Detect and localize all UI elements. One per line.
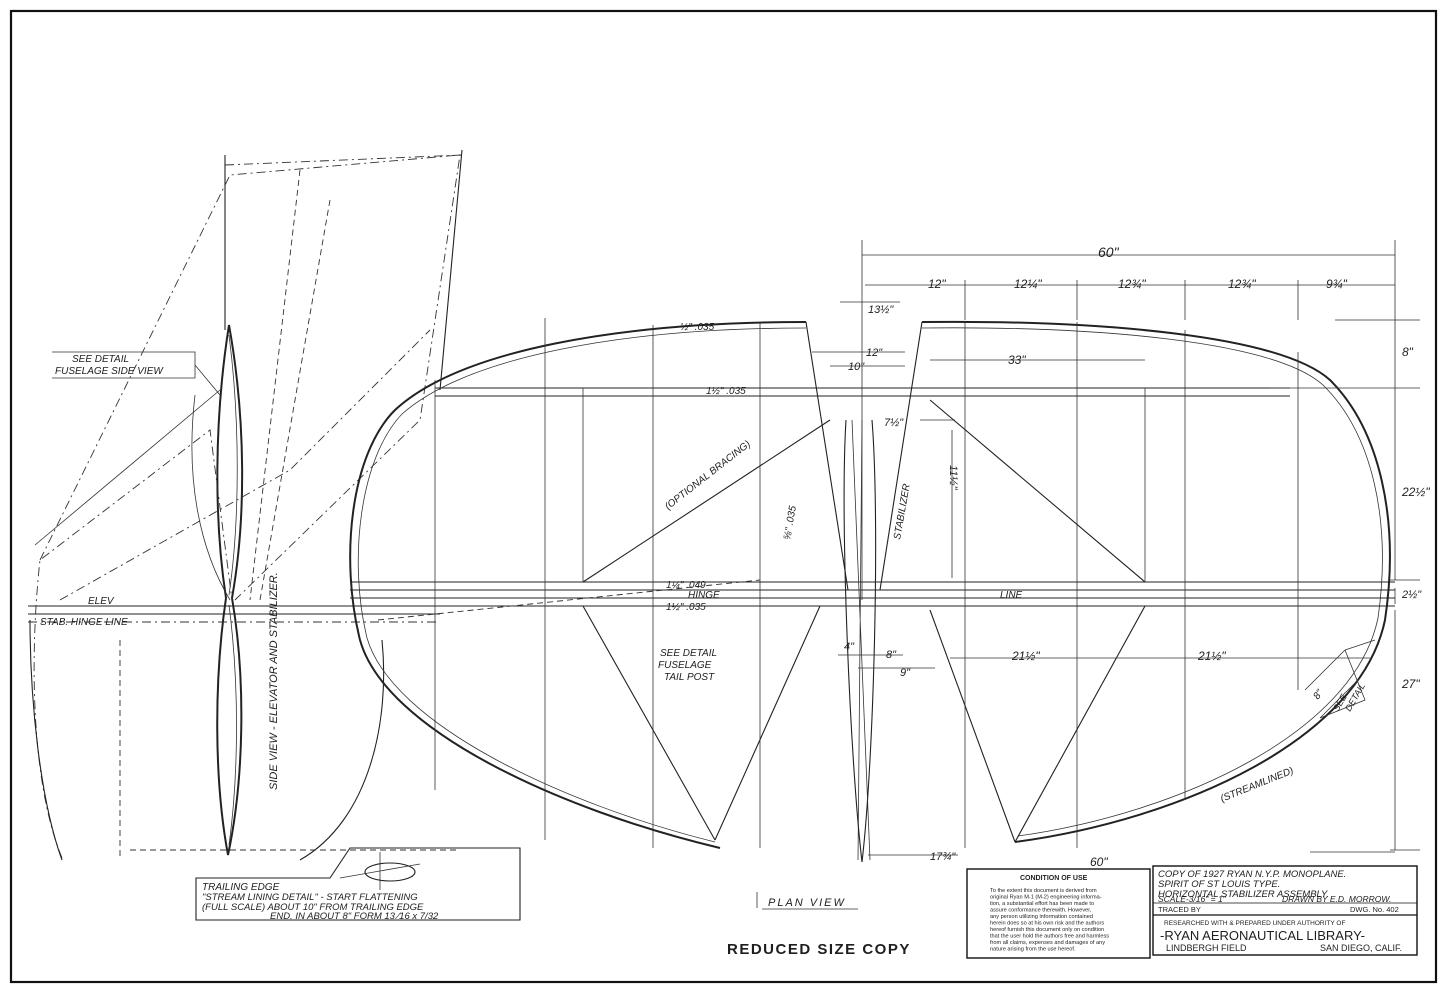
reduced-size-copy: REDUCED SIZE COPY <box>727 941 911 958</box>
dim-overall: 60" <box>1098 244 1120 260</box>
dim-11-half: 11½" <box>947 465 959 491</box>
condition-line-8: that the user hold the authors free and … <box>990 934 1109 940</box>
right-stabilizer-outline <box>921 320 1391 843</box>
dim-60-bottom: 60" <box>1090 855 1108 869</box>
plan-view: 60" 12" 12¼" 12¾" 12¾" 9¾" 13½" 12" 10" … <box>349 240 1430 910</box>
trailing-edge-title: TRAILING EDGE <box>202 882 280 893</box>
left-stabilizer-outline <box>349 321 807 849</box>
side-view-label: SIDE VIEW - ELEVATOR AND STABILIZER. <box>268 572 280 790</box>
see-detail-tail-3: TAIL POST <box>664 672 715 683</box>
see-detail-side-label-1: SEE DETAIL <box>72 354 129 365</box>
title-line-3: HORIZONTAL STABILIZER ASSEMBLY. <box>1158 889 1329 900</box>
see-detail-side-label-2: FUSELAGE SIDE VIEW <box>55 366 164 377</box>
condition-line-1: To the extent this document is derived f… <box>990 888 1097 894</box>
title-dwg-no: DWG. No. 402 <box>1350 905 1399 914</box>
condition-line-9: from all claims, expenses and damages of… <box>990 940 1105 946</box>
dim-7-half: 7½" <box>884 417 904 429</box>
see-detail-tail-1: SEE DETAIL <box>660 648 717 659</box>
dim-spacing-3: 12¾" <box>1118 277 1146 291</box>
elev-label: ELEV <box>88 596 115 607</box>
plan-view-label: PLAN VIEW <box>768 897 846 909</box>
title-traced-by: TRACED BY <box>1158 905 1201 914</box>
condition-line-10: nature arising from the use hereof. <box>990 947 1076 953</box>
dim-21-half-a: 21½" <box>1011 649 1040 663</box>
condition-of-use-box: CONDITION OF USE To the extent this docu… <box>966 868 1151 959</box>
optional-bracing-label: (OPTIONAL BRACING) <box>663 439 753 513</box>
trailing-edge-line-3: END. IN ABOUT 8" FORM 13 ⁄16 x 7/32 <box>270 911 439 922</box>
dim-8: 8" <box>1402 345 1414 359</box>
dim-22-half: 22½" <box>1401 485 1430 499</box>
dim-8c: 8" <box>1311 688 1325 702</box>
see-detail-tail-2: FUSELAGE <box>658 660 712 671</box>
dim-17-3q: 17¾" <box>930 851 956 863</box>
dim-13-half: 13½" <box>868 304 894 316</box>
title-block: COPY OF 1927 RYAN N.Y.P. MONOPLANE. SPIR… <box>1152 865 1418 956</box>
condition-line-2: original Ryan M-1 (M-2) engineering info… <box>990 895 1102 901</box>
dim-spacing-2: 12¼" <box>1014 277 1042 291</box>
title-location-right: SAN DIEGO, CALIF. <box>1320 943 1402 953</box>
trailing-edge-line-1: "STREAM LINING DETAIL" - START FLATTENIN… <box>202 892 418 903</box>
dim-2-half: 2½" <box>1401 589 1422 601</box>
tube-front-label: 1½" .035 <box>706 386 746 397</box>
condition-line-6: herein does so at his own risk and the a… <box>990 921 1104 927</box>
trailing-edge-line-2: (FULL SCALE) ABOUT 10" FROM TRAILING EDG… <box>202 902 424 913</box>
condition-line-5: any person utilizing information contain… <box>990 914 1093 920</box>
title-location-left: LINDBERGH FIELD <box>1166 943 1247 953</box>
tube-top-label: ½" .035 <box>680 322 715 333</box>
condition-line-3: tion, a substantial effort has been made… <box>990 901 1094 907</box>
title-library: -RYAN AERONAUTICAL LIBRARY- <box>1160 928 1365 943</box>
side-view: SEE DETAIL FUSELAGE SIDE VIEW ELEV STAB.… <box>28 149 463 861</box>
dim-spacing-4: 12¾" <box>1228 277 1256 291</box>
dim-33: 33" <box>1008 353 1026 367</box>
dim-10: 10" <box>848 361 865 373</box>
dim-4: 4" <box>844 641 855 653</box>
dim-12: 12" <box>866 347 883 359</box>
title-scale: SCALE-3/16" = 1" <box>1158 894 1227 904</box>
title-drawn-by: DRAWN BY E.D. MORROW. <box>1282 894 1391 904</box>
hinge-label-center: HINGE <box>688 590 720 601</box>
tube-hinge-a-label: 1¼" .049 <box>666 579 706 591</box>
sheet-border <box>9 9 1438 984</box>
line-label-center: LINE <box>1000 590 1023 601</box>
dim-21-half-b: 21½" <box>1197 649 1226 663</box>
tube-diag-label: ⅝" .035 <box>782 505 799 541</box>
dim-8b: 8" <box>886 649 897 661</box>
stab-hinge-label: STAB. HINGE LINE <box>40 617 128 628</box>
title-line-2: SPIRIT OF ST LOUIS TYPE. <box>1158 879 1280 890</box>
title-line-1: COPY OF 1927 RYAN N.Y.P. MONOPLANE. <box>1158 869 1346 880</box>
elevator-profile <box>216 324 244 856</box>
trailing-edge-note: TRAILING EDGE "STREAM LINING DETAIL" - S… <box>195 847 521 922</box>
condition-title: CONDITION OF USE <box>1020 875 1088 882</box>
dim-27: 27" <box>1401 677 1420 691</box>
dim-spacing-1: 12" <box>928 277 946 291</box>
condition-line-4: assure conformance therewith. However, <box>990 908 1092 914</box>
dim-spacing-5: 9¾" <box>1326 277 1348 291</box>
tube-hinge-b-label: 1½" .035 <box>666 602 706 613</box>
title-researched: RESEARCHED WITH & PREPARED UNDER AUTHORI… <box>1164 920 1345 927</box>
dim-9: 9" <box>900 667 911 679</box>
condition-line-7: hereof furnish this document only on con… <box>990 927 1104 933</box>
